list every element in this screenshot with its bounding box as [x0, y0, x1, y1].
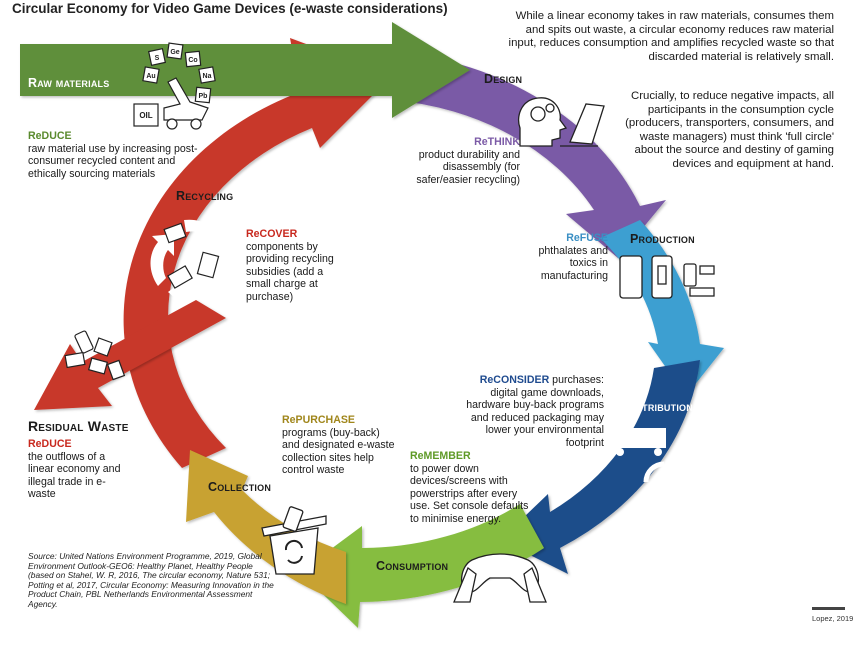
- controller-hands-icon: [453, 553, 547, 603]
- stage-label-residual-waste: Residual Waste: [28, 418, 129, 434]
- credit-bar: [812, 607, 845, 610]
- note-repurchase: RePURCHASE programs (buy-back) and desig…: [282, 414, 396, 477]
- note-key: ReCOVER: [246, 228, 298, 240]
- note-text: raw material use by increasing post-cons…: [28, 142, 198, 180]
- note-key: ReCONSIDER: [479, 374, 550, 386]
- note-text: to power down devices/screens with power…: [410, 462, 529, 525]
- design-head-laptop-icon: [517, 97, 605, 147]
- note-text: phthalates and toxics in manufacturing: [538, 244, 608, 282]
- note-key: ReDUCE: [28, 130, 72, 142]
- stage-label-collection: Collection: [208, 480, 272, 494]
- note-reduce-raw: ReDUCE raw material use by increasing po…: [28, 130, 198, 180]
- element-tile-label: Au: [146, 73, 155, 80]
- intro-paragraph-2: Crucially, to reduce negative impacts, a…: [625, 90, 834, 170]
- note-text: components by providing recycling subsid…: [246, 240, 334, 303]
- note-text: programs (buy-back) and designated e-was…: [282, 426, 395, 477]
- page-title: Circular Economy for Video Game Devices …: [12, 1, 448, 16]
- residual-waste-arrow: [34, 300, 226, 410]
- note-text: digital game downloads, hardware buy-bac…: [466, 386, 604, 449]
- element-tile-label: Ge: [170, 49, 179, 56]
- note-key: ReDUCE: [28, 438, 72, 450]
- note-refuse: ReFUSE phthalates and toxics in manufact…: [528, 232, 608, 282]
- intro-paragraph-1: While a linear economy takes in raw mate…: [508, 10, 834, 63]
- consumption-arc: [300, 504, 544, 628]
- stage-label-consumption: Consumption: [376, 559, 449, 573]
- stage-label-design: Design: [484, 72, 523, 86]
- note-key: ReTHINK: [474, 136, 520, 148]
- raw-materials-icon: S Ge Co Au Na Pb OIL: [133, 42, 216, 130]
- distribution-truck-icon: [614, 428, 666, 483]
- note-key: ReMEMBER: [410, 450, 471, 462]
- note-reduce-waste: ReDUCE the outflows of a linear economy …: [28, 438, 128, 501]
- note-key: RePURCHASE: [282, 414, 355, 426]
- note-recover: ReCOVER components by providing recyclin…: [246, 228, 350, 304]
- production-devices-icon: [619, 255, 715, 299]
- oil-barrel-label: OIL: [139, 111, 152, 120]
- raw-materials-arrow: [20, 22, 470, 118]
- note-text: the outflows of a linear economy and ill…: [28, 450, 121, 501]
- element-tile-label: S: [155, 55, 160, 62]
- note-reconsider: ReCONSIDER purchases: digital game downl…: [466, 374, 604, 450]
- element-tile-label: Pb: [199, 93, 208, 100]
- design-arc: [392, 52, 666, 258]
- recycling-arrows-icon: [150, 219, 230, 306]
- residual-waste-icon: [64, 330, 126, 381]
- element-tile-label: Co: [188, 57, 197, 64]
- stage-label-raw-materials: Raw materials: [28, 76, 110, 90]
- stage-label-production: Production: [630, 232, 695, 246]
- note-key: ReFUSE: [566, 232, 608, 244]
- stage-label-recycling: Recycling: [176, 189, 234, 203]
- note-text: product durability and disassembly (for …: [416, 148, 520, 186]
- note-remember: ReMEMBER to power down devices/screens w…: [410, 450, 536, 526]
- stage-label-distribution: Distribution: [624, 400, 693, 414]
- note-key-suffix: purchases:: [549, 374, 604, 386]
- distribution-arc: [500, 360, 700, 574]
- note-rethink: ReTHINK product durability and disassemb…: [404, 136, 520, 186]
- collection-bin-icon: [261, 506, 327, 575]
- source-citation: Source: United Nations Environment Progr…: [28, 551, 274, 609]
- element-tile-label: Na: [203, 73, 212, 80]
- author-credit: Lopez, 2019: [812, 614, 853, 623]
